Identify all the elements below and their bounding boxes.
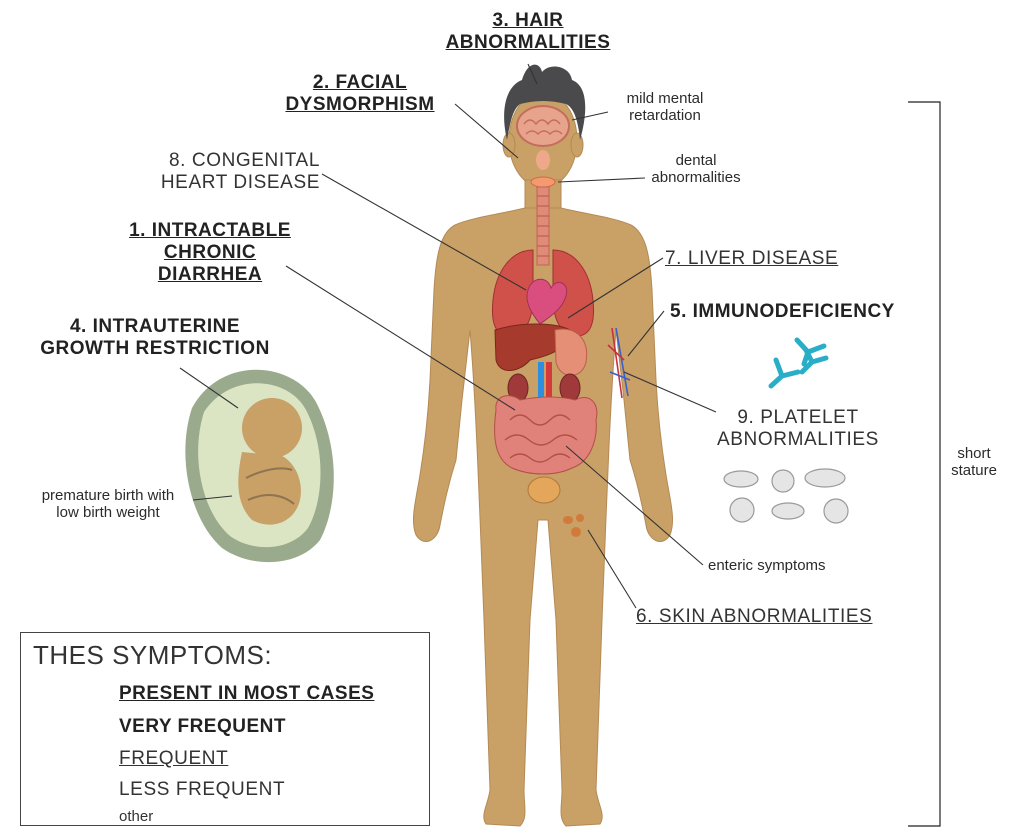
label-premature-text: premature birth with low birth weight: [42, 487, 175, 521]
legend-title: THES SYMPTOMS:: [33, 640, 272, 671]
antibody-illustration: [771, 340, 826, 386]
label-intrauterine-growth-restriction: 4. INTRAUTERINE GROWTH RESTRICTION: [10, 316, 300, 360]
label-facial-text: 2. FACIAL DYSMORPHISM: [285, 72, 434, 115]
platelets-illustration: [724, 469, 848, 523]
fetus-illustration: [185, 370, 333, 562]
label-hair-abnormalities: 3. HAIR ABNORMALITIES: [410, 10, 646, 54]
label-dental-text: dental abnormalities: [651, 152, 740, 186]
label-mental-text: mild mental retardation: [627, 90, 704, 124]
legend-very-frequent: VERY FREQUENT: [119, 716, 286, 738]
brain-illustration: [517, 106, 569, 146]
label-mental-retardation: mild mental retardation: [606, 90, 724, 125]
label-premature-birth: premature birth with low birth weight: [22, 487, 194, 522]
label-intractable-chronic-diarrhea: 1. INTRACTABLE CHRONIC DIARRHEA: [104, 220, 316, 286]
stature-bracket: [908, 102, 940, 826]
label-skin-abnormalities: 6. SKIN ABNORMALITIES: [636, 606, 872, 628]
label-platelet-abnormalities: 9. PLATELET ABNORMALITIES: [698, 407, 898, 451]
label-facial-dysmorphism: 2. FACIAL DYSMORPHISM: [268, 72, 452, 116]
legend-box: THES SYMPTOMS: PRESENT IN MOST CASES VER…: [20, 632, 430, 826]
mouth-illustration: [531, 177, 555, 187]
label-platelet-text: 9. PLATELET ABNORMALITIES: [717, 407, 879, 450]
label-dental-abnormalities: dental abnormalities: [640, 152, 752, 187]
legend-less-frequent: LESS FREQUENT: [119, 779, 285, 801]
label-short-stature: short stature: [944, 445, 1004, 480]
label-hair-text: 3. HAIR ABNORMALITIES: [446, 10, 611, 53]
label-enteric-symptoms: enteric symptoms: [708, 557, 826, 574]
legend-frequent: FREQUENT: [119, 748, 228, 770]
label-congenital-heart-disease: 8. CONGENITAL HEART DISEASE: [110, 150, 320, 194]
label-heart-text: 8. CONGENITAL HEART DISEASE: [161, 150, 320, 193]
label-immunodeficiency: 5. IMMUNODEFICIENCY: [670, 301, 895, 323]
label-stature-text: short stature: [951, 445, 997, 479]
legend-most-cases: PRESENT IN MOST CASES: [119, 683, 374, 705]
legend-other: other: [119, 808, 153, 825]
label-liver-disease: 7. LIVER DISEASE: [665, 248, 838, 270]
label-diarrhea-text: 1. INTRACTABLE CHRONIC DIARRHEA: [129, 220, 291, 285]
label-iugr-text: 4. INTRAUTERINE GROWTH RESTRICTION: [40, 316, 270, 359]
